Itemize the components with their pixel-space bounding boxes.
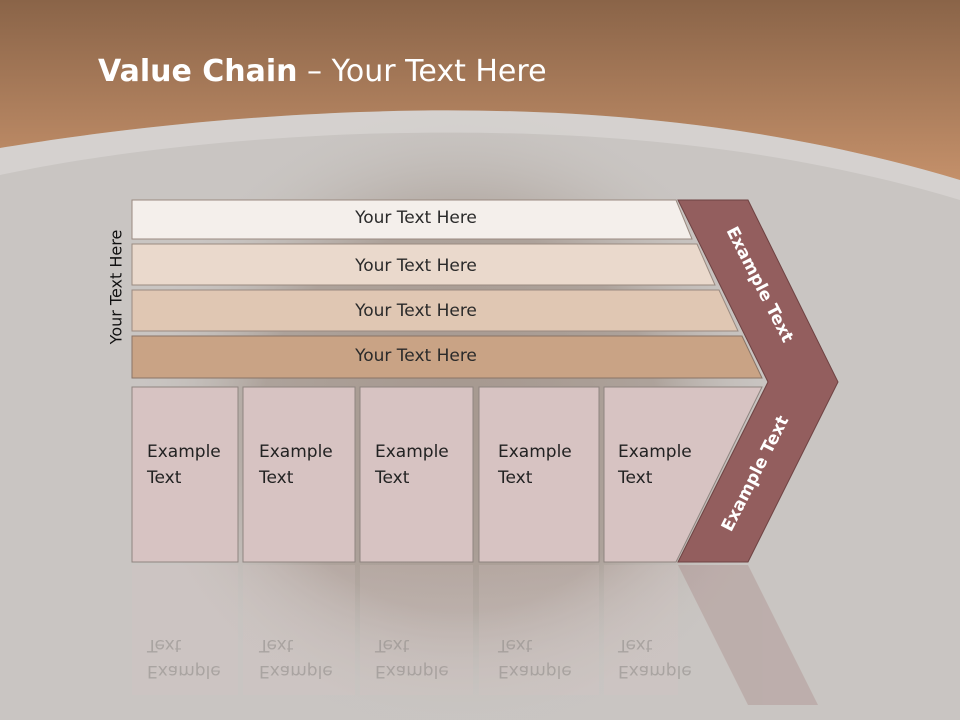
box-line1: Example: [259, 442, 333, 462]
primary-box-1-reflection: Example Text: [147, 632, 221, 684]
support-bar-2[interactable]: [131, 243, 716, 286]
support-bar-3[interactable]: [131, 289, 739, 332]
slide-title: Value Chain – Your Text Here: [98, 54, 547, 89]
support-bar-2-label: Your Text Here: [355, 256, 477, 276]
box-line2: Text: [147, 468, 182, 488]
support-bar-1[interactable]: [131, 199, 693, 240]
box-line1: Example: [147, 442, 221, 462]
primary-box-5-reflection: Example Text: [618, 632, 692, 684]
primary-box-2[interactable]: [242, 386, 356, 563]
header-band: [0, 0, 960, 180]
box-line1: Example: [618, 442, 692, 462]
reflection-line2: Text: [375, 635, 410, 655]
box-line2: Text: [498, 468, 533, 488]
diagram-reflection: [132, 565, 818, 705]
reflection-line1: Example: [147, 661, 221, 681]
primary-box-4[interactable]: [478, 386, 600, 563]
primary-box-5[interactable]: [603, 386, 763, 563]
reflection-line2: Text: [147, 635, 182, 655]
support-bar-1-label: Your Text Here: [355, 208, 477, 228]
primary-box-3-reflection: Example Text: [375, 632, 449, 684]
title-bold: Value Chain: [98, 54, 298, 89]
support-bar-4-label: Your Text Here: [355, 346, 477, 366]
reflection-line2: Text: [259, 635, 294, 655]
box-line2: Text: [259, 468, 294, 488]
reflection-line2: Text: [618, 635, 653, 655]
box-line2: Text: [375, 468, 410, 488]
primary-box-2-reflection: Example Text: [259, 632, 333, 684]
title-rest: – Your Text Here: [297, 54, 547, 89]
margin-chevron[interactable]: [677, 199, 839, 563]
reflection-line1: Example: [618, 661, 692, 681]
support-bar-3-label: Your Text Here: [355, 301, 477, 321]
box-line1: Example: [375, 442, 449, 462]
primary-box-3[interactable]: [359, 386, 474, 563]
primary-box-4-reflection: Example Text: [498, 632, 572, 684]
support-bar-4[interactable]: [131, 335, 763, 379]
reflection-line1: Example: [259, 661, 333, 681]
reflection-line2: Text: [498, 635, 533, 655]
box-line2: Text: [618, 468, 653, 488]
box-line1: Example: [498, 442, 572, 462]
reflection-line1: Example: [498, 661, 572, 681]
primary-box-1[interactable]: [131, 386, 239, 563]
reflection-line1: Example: [375, 661, 449, 681]
